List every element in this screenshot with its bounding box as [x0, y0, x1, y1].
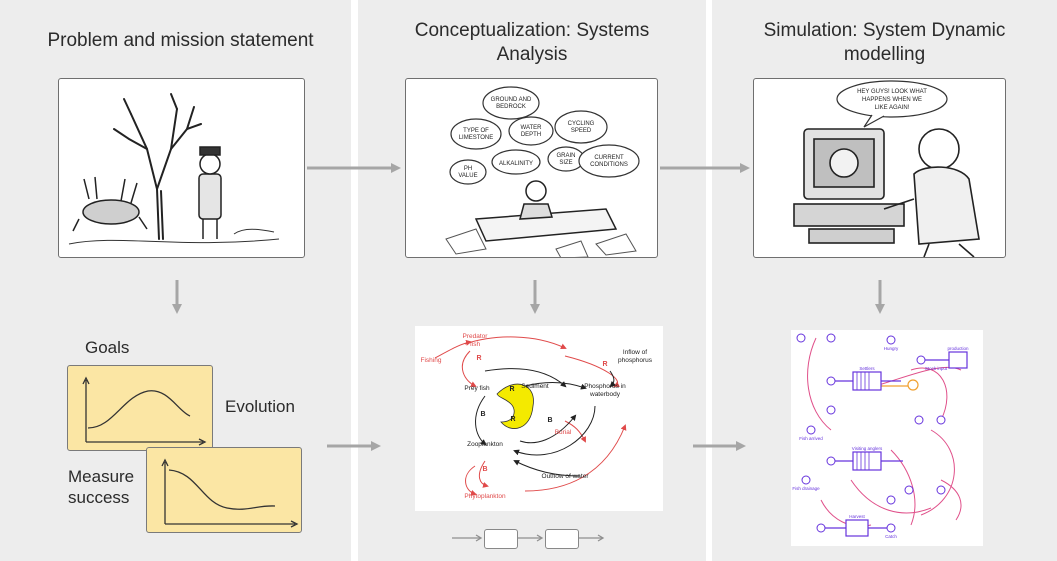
- node-outflow: Outflow of water: [542, 473, 590, 480]
- svg-text:ALKALINITY: ALKALINITY: [499, 161, 533, 167]
- cloud-current: [578, 144, 640, 178]
- svg-text:R: R: [510, 416, 515, 423]
- svg-text:Hungry: Hungry: [884, 346, 899, 351]
- svg-text:TYPE OF: TYPE OF: [463, 128, 489, 134]
- svg-text:HAPPENS WHEN WE: HAPPENS WHEN WE: [862, 97, 922, 103]
- causal-loop-diagram: Predator fish Fishing Prey fish Sediment…: [415, 326, 663, 511]
- node-sediment: Sediment: [521, 383, 549, 390]
- conceptualization-title: Conceptualization: Systems Analysis: [414, 20, 650, 65]
- problem-title: Problem and mission statement: [47, 30, 314, 51]
- node-fishing: Fishing: [421, 357, 442, 364]
- dead-tree-cartoon: [58, 78, 305, 258]
- svg-text:SPEED: SPEED: [571, 128, 592, 134]
- yellow-loop-highlight: [496, 383, 534, 429]
- svg-text:CONDITIONS: CONDITIONS: [590, 162, 628, 168]
- mini-step-box-2: [545, 529, 579, 549]
- svg-text:LIMESTONE: LIMESTONE: [459, 135, 494, 141]
- svg-text:HEY GUYS! LOOK WHAT: HEY GUYS! LOOK WHAT: [857, 89, 927, 95]
- svg-text:waterbody: waterbody: [589, 391, 621, 398]
- evolution-card: [67, 365, 213, 451]
- goals-label: Goals: [85, 338, 130, 357]
- svg-text:B: B: [482, 466, 487, 473]
- svg-text:GRAIN: GRAIN: [556, 153, 575, 159]
- node-burial: Burial: [555, 429, 572, 436]
- svg-text:Visiting anglers: Visiting anglers: [852, 446, 883, 451]
- evolution-curve: [87, 390, 191, 429]
- success-curve: [168, 469, 276, 510]
- cloud-water: [508, 116, 554, 146]
- computer-modeller-cartoon: HEY GUYS! LOOK WHAT HAPPENS WHEN WE LIKE…: [753, 78, 1006, 258]
- svg-text:phosphorus: phosphorus: [618, 357, 653, 364]
- svg-text:GROUND AND: GROUND AND: [491, 97, 532, 103]
- svg-text:Fish drainage: Fish drainage: [792, 486, 820, 491]
- svg-text:VALUE: VALUE: [458, 173, 477, 179]
- svg-text:B: B: [547, 417, 552, 424]
- svg-text:fish: fish: [470, 341, 481, 348]
- cloud-ground: [482, 86, 540, 120]
- svg-text:CYCLING: CYCLING: [568, 121, 595, 127]
- stock-production: [948, 351, 968, 369]
- svg-text:Fish arrived: Fish arrived: [799, 436, 823, 441]
- svg-text:B: B: [480, 411, 485, 418]
- svg-text:LIKE AGAIN!: LIKE AGAIN!: [875, 105, 910, 111]
- node-predator-fish: Predator: [463, 333, 489, 340]
- svg-text:Stock input: Stock input: [925, 366, 948, 371]
- svg-text:Harvest: Harvest: [849, 514, 865, 519]
- node-zooplankton: Zooplankton: [467, 441, 503, 448]
- svg-text:R: R: [476, 355, 481, 362]
- svg-text:PH: PH: [464, 166, 472, 172]
- stock-sd-bottom: [845, 519, 869, 537]
- svg-text:SIZE: SIZE: [559, 160, 572, 166]
- svg-text:WATER: WATER: [521, 125, 543, 131]
- speech-bubble: [836, 80, 948, 118]
- cloud-cycling: [554, 110, 608, 144]
- node-phytoplankton: Phytoplankton: [464, 493, 506, 500]
- svg-text:DEPTH: DEPTH: [521, 132, 541, 138]
- svg-text:Catch: Catch: [885, 534, 897, 539]
- cloud-limestone: [450, 118, 502, 150]
- svg-text:BEDROCK: BEDROCK: [496, 104, 526, 110]
- svg-text:R: R: [602, 361, 607, 368]
- simulation-title: Simulation: System Dynamic modelling: [763, 20, 1006, 65]
- systems-thinker-cartoon: GROUND AND BEDROCK TYPE OF LIMESTONE WAT…: [405, 78, 658, 258]
- cloud-ph: [449, 159, 487, 185]
- svg-text:CURRENT: CURRENT: [594, 155, 624, 161]
- svg-text:production: production: [947, 346, 969, 351]
- node-prey-fish: Prey fish: [464, 385, 490, 392]
- evolution-label: Evolution: [225, 397, 295, 416]
- node-phosphorus: Phosphorus in: [584, 383, 626, 390]
- mini-step-box-1: [484, 529, 518, 549]
- cloud-alkalinity: [491, 149, 541, 175]
- svg-text:R: R: [509, 386, 514, 393]
- measure-success-label: Measure success: [68, 467, 135, 507]
- svg-text:Settlers: Settlers: [859, 366, 875, 371]
- measure-success-card: [146, 447, 302, 533]
- stock-flow-diagram: Settlers Hungry production Stock input V…: [791, 330, 983, 546]
- node-inflow: Inflow of: [623, 349, 647, 356]
